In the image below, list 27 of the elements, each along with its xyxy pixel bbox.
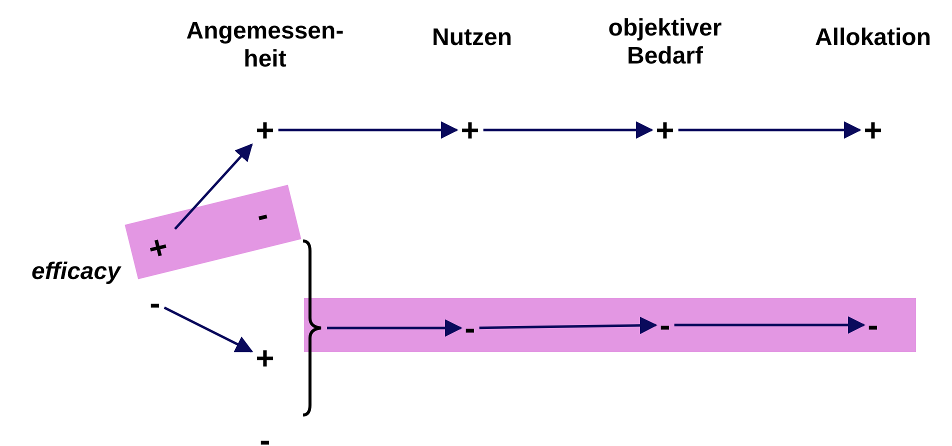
column-heading: Allokation <box>814 24 932 52</box>
sign-label: + <box>256 342 274 374</box>
row-label: efficacy <box>30 258 122 286</box>
sign-label: - <box>150 287 160 319</box>
column-heading: Nutzen <box>431 24 513 52</box>
curly-brace <box>301 239 323 417</box>
sign-label: - <box>253 198 272 232</box>
arrow <box>327 319 462 337</box>
arrow <box>174 143 253 230</box>
arrow <box>479 316 658 334</box>
arrow <box>678 121 862 139</box>
sign-label: - <box>464 312 476 344</box>
sign-label: - <box>260 424 270 446</box>
arrow <box>674 316 866 334</box>
sign-label: + <box>256 114 274 146</box>
sign-label: + <box>460 114 480 146</box>
arrow <box>278 121 458 139</box>
sign-label: + <box>145 230 172 266</box>
sign-label: + <box>656 114 674 146</box>
sign-label: + <box>864 114 882 146</box>
highlight-band <box>304 298 916 352</box>
arrow <box>483 121 654 139</box>
arrow <box>164 306 254 352</box>
column-heading: objektiver Bedarf <box>607 14 723 70</box>
column-heading: Angemessen-heit <box>185 17 345 73</box>
sign-label: - <box>868 309 878 341</box>
sign-label: - <box>660 309 670 341</box>
